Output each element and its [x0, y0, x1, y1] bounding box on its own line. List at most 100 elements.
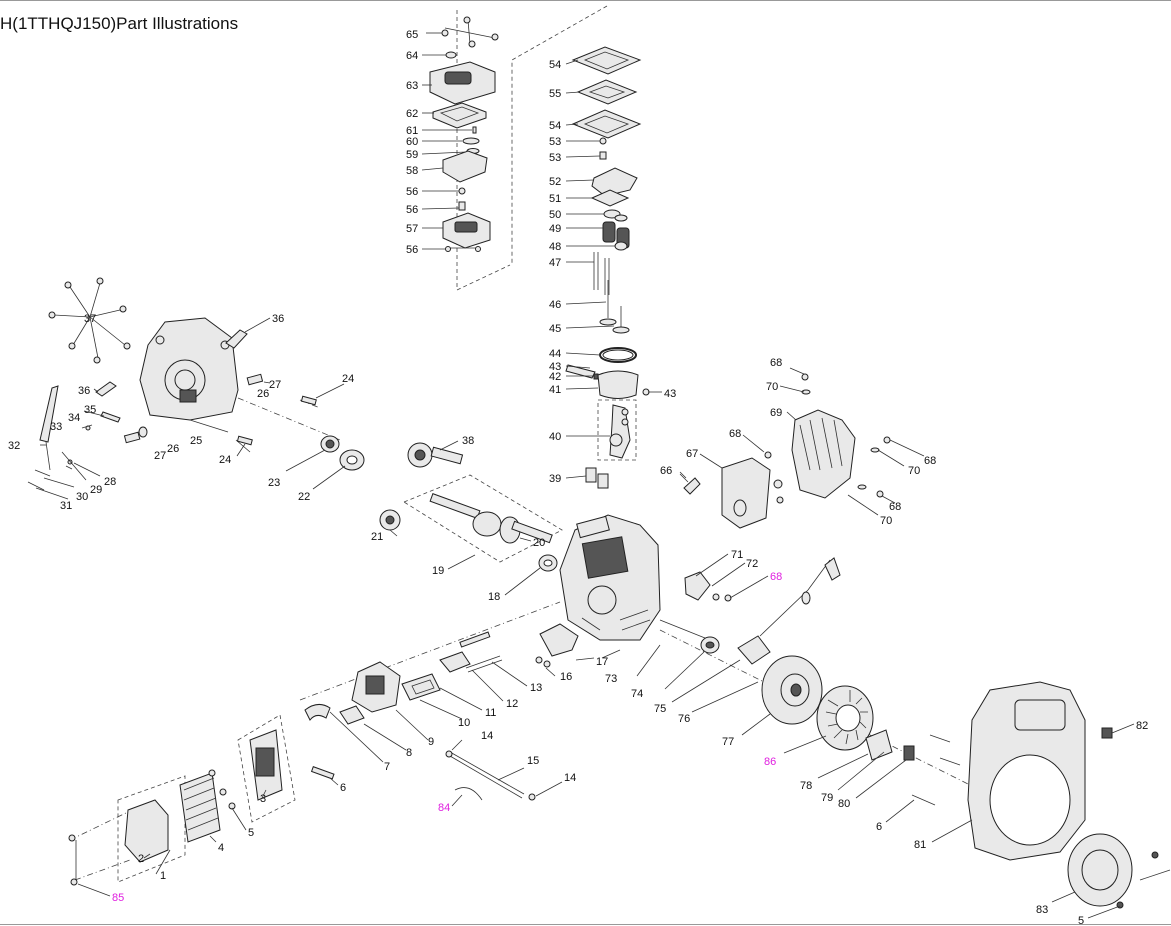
part-60 — [462, 137, 480, 145]
gasket-54a — [571, 46, 642, 75]
part-label-86: 86 — [764, 756, 776, 768]
part-label-71: 71 — [731, 549, 743, 561]
part-label-38: 38 — [462, 435, 474, 447]
part-label-46: 46 — [549, 299, 561, 311]
part-label-47: 47 — [549, 257, 561, 269]
part-label-59: 59 — [406, 149, 418, 161]
part-label-70c: 70 — [880, 515, 892, 527]
part-label-35: 35 — [84, 404, 96, 416]
part-label-48: 48 — [549, 241, 561, 253]
part-label-36b: 36 — [78, 385, 90, 397]
intake-group — [68, 601, 595, 897]
part-label-42: 42 — [549, 371, 561, 383]
part-label-56a: 56 — [406, 186, 418, 198]
rocker-52 — [591, 167, 638, 197]
part-label-19: 19 — [432, 565, 444, 577]
part-label-40: 40 — [549, 431, 561, 443]
part-label-10: 10 — [458, 717, 470, 729]
part-labels: 6564636261605958565657565455545353525150… — [8, 29, 1148, 926]
part-label-1: 1 — [160, 870, 166, 882]
part-label-15: 15 — [527, 755, 539, 767]
part-label-16: 16 — [560, 671, 572, 683]
part-label-56c: 56 — [406, 244, 418, 256]
part-label-73: 73 — [605, 673, 617, 685]
part-label-69: 69 — [770, 407, 782, 419]
part-label-68e: 68 — [770, 571, 782, 583]
flywheel-group — [659, 557, 1171, 919]
part-label-17: 17 — [596, 656, 608, 668]
part-label-74: 74 — [631, 688, 643, 700]
air-cleaner-cover-2 — [124, 799, 169, 863]
part-label-63: 63 — [406, 80, 418, 92]
leaders-head — [421, 32, 472, 250]
part-label-39: 39 — [549, 473, 561, 485]
part-label-27b: 27 — [154, 450, 166, 462]
part-56b — [458, 201, 466, 211]
part-label-5a: 5 — [248, 827, 254, 839]
part-label-79: 79 — [821, 792, 833, 804]
lever-32 — [39, 385, 59, 443]
part-label-70a: 70 — [766, 381, 778, 393]
part-label-77: 77 — [722, 736, 734, 748]
part-label-8: 8 — [406, 747, 412, 759]
part-label-33: 33 — [50, 421, 62, 433]
part-label-26a: 26 — [257, 388, 269, 400]
part-label-4: 4 — [218, 842, 224, 854]
part-label-20: 20 — [533, 537, 545, 549]
part-label-84: 84 — [438, 802, 450, 814]
part-label-32: 32 — [8, 440, 20, 452]
part-label-53a: 53 — [549, 136, 561, 148]
part-label-50: 50 — [549, 209, 561, 221]
cylinder-head-group — [421, 5, 608, 291]
part-label-22: 22 — [298, 491, 310, 503]
gasket-62 — [432, 102, 487, 129]
part-label-27a: 27 — [269, 379, 281, 391]
part-label-24a: 24 — [342, 373, 354, 385]
part-label-45: 45 — [549, 323, 561, 335]
engine-block — [559, 514, 661, 641]
valve-train-group — [565, 46, 642, 334]
part-label-65: 65 — [406, 29, 418, 41]
part-label-68d: 68 — [889, 501, 901, 513]
part-label-81: 81 — [914, 839, 926, 851]
part-label-56b: 56 — [406, 204, 418, 216]
part-label-60: 60 — [406, 136, 418, 148]
engine-block-group — [559, 367, 925, 677]
part-label-51: 51 — [549, 193, 561, 205]
part-label-68a: 68 — [729, 428, 741, 440]
part-61 — [472, 126, 477, 134]
part-label-76: 76 — [678, 713, 690, 725]
part-label-25: 25 — [190, 435, 202, 447]
part-label-55: 55 — [549, 88, 561, 100]
piston-group — [565, 347, 662, 489]
part-label-37: 37 — [84, 313, 96, 325]
part-64 — [445, 51, 457, 59]
part-label-31: 31 — [60, 500, 72, 512]
part-label-62: 62 — [406, 108, 418, 120]
part-label-58: 58 — [406, 165, 418, 177]
plate-58 — [442, 150, 488, 183]
part-label-36a: 36 — [272, 313, 284, 325]
part-label-64: 64 — [406, 50, 418, 62]
part-label-70b: 70 — [908, 465, 920, 477]
part-label-75: 75 — [654, 703, 666, 715]
part-label-7: 7 — [384, 761, 390, 773]
part-label-11: 11 — [485, 707, 496, 719]
part-56a — [458, 187, 466, 195]
part-label-3: 3 — [260, 793, 266, 805]
gasket-54b — [571, 109, 642, 139]
crankcase-cover-group — [27, 277, 365, 500]
part-label-43a: 43 — [549, 361, 561, 373]
page-title: H(1TTHQJ150)Part Illustrations — [0, 14, 239, 33]
bolts-37 — [48, 277, 131, 364]
part-label-2: 2 — [138, 853, 144, 865]
part-label-85: 85 — [112, 892, 124, 904]
part-label-67: 67 — [686, 448, 698, 460]
part-label-72: 72 — [746, 558, 758, 570]
part-label-18: 18 — [488, 591, 500, 603]
part-label-6a: 6 — [340, 782, 346, 794]
part-label-68b: 68 — [770, 357, 782, 369]
part-label-49: 49 — [549, 223, 561, 235]
part-label-34: 34 — [68, 412, 80, 424]
